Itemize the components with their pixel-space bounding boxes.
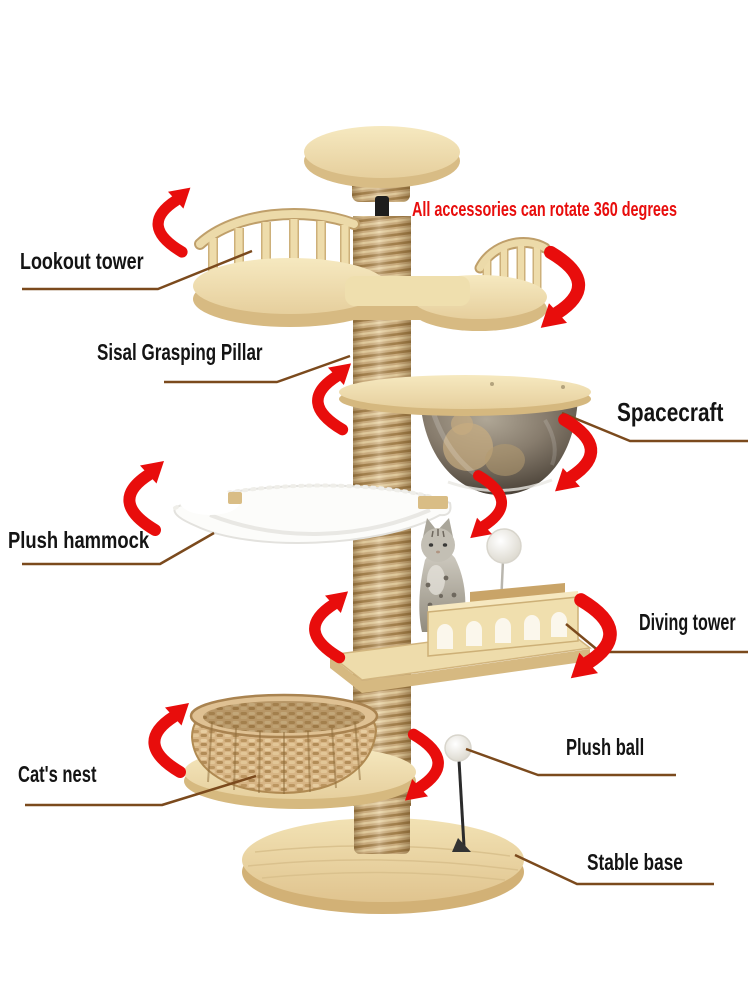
plush-ball-bottom [444,734,472,852]
lookout-platform [193,258,547,331]
callout-label-spacecraft: Spacecraft [617,397,724,427]
callout-lines [22,249,748,886]
rotate-arrow-icon [129,461,164,530]
callout-line-plush-ball [465,747,676,777]
callout-line-nest [25,774,257,807]
callout-label-sisal-pillar: Sisal Grasping Pillar [97,339,263,365]
callout-label-cats-nest: Cat's nest [18,761,97,787]
lookout-tower-part [193,207,551,331]
callout-label-plush-ball: Plush ball [566,734,645,760]
spacecraft-capsule-part [339,375,591,495]
stable-base-part [242,818,524,914]
rotate-arrow-icon [158,188,190,252]
callout-label-diving-tower: Diving tower [639,609,736,635]
rotate-arrow-icon [154,703,189,772]
rotate-arrow-icon [541,252,579,327]
callout-line-sisal [164,354,351,384]
cats-nest-basket-part [189,693,379,795]
cat-in-dome [443,413,525,476]
callout-line-hammock [22,531,215,566]
callout-label-stable-base: Stable base [587,849,683,875]
diving-tower-arches [437,612,567,649]
callout-label-lookout-tower: Lookout tower [20,248,144,274]
rotate-arrow-icon [315,591,348,657]
plush-hammock-part [173,483,452,544]
pole-stub-bottom [354,798,410,854]
diving-tower-part [328,583,592,693]
rotate-note: All accessories can rotate 360 degrees [412,199,677,221]
callout-line-lookout [22,249,253,291]
callout-line-stable-base [514,853,714,886]
callout-label-plush-hammock: Plush hammock [8,527,150,553]
top-cap [304,126,460,188]
callout-line-spacecraft [561,411,748,443]
